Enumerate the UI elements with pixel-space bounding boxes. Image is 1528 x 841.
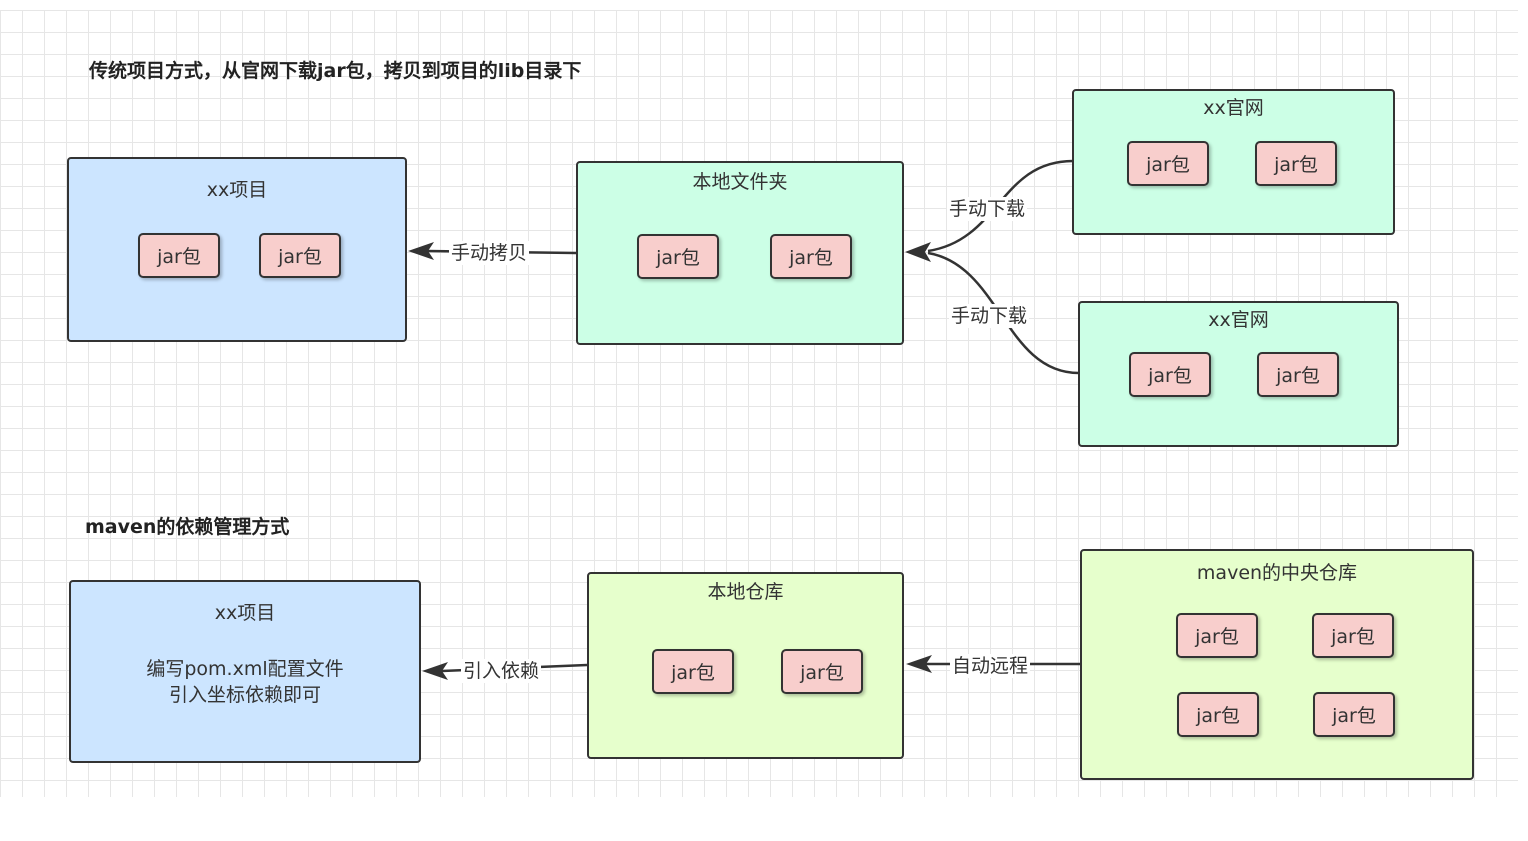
edge-download-arrowhead (905, 242, 931, 262)
jar-node[interactable]: jar包 (637, 234, 719, 279)
edge-label-remote: 自动远程 (950, 654, 1031, 678)
maven-project-box[interactable]: xx项目 编写pom.xml配置文件 引入坐标依赖即可 (69, 580, 421, 763)
local-folder-box[interactable]: 本地文件夹 jar包 jar包 (576, 161, 904, 345)
edge-remote-arrowhead (906, 655, 932, 673)
edge-label-copy: 手动拷贝 (449, 241, 530, 265)
jar-node[interactable]: jar包 (770, 234, 852, 279)
edge-copy-arrowhead (408, 242, 434, 260)
jar-node[interactable]: jar包 (1127, 141, 1209, 186)
maven-project-desc-line2: 引入坐标依赖即可 (168, 684, 321, 706)
maven-project-desc-line1: 编写pom.xml配置文件 (146, 658, 344, 680)
jar-node[interactable]: jar包 (652, 649, 734, 694)
official-site-box-bottom[interactable]: xx官网 jar包 jar包 (1078, 301, 1399, 447)
jar-node[interactable]: jar包 (138, 233, 220, 278)
traditional-heading: 传统项目方式，从官网下载jar包，拷贝到项目的lib目录下 (89, 60, 582, 82)
traditional-project-box[interactable]: xx项目 jar包 jar包 (67, 157, 407, 342)
official-site-box-top[interactable]: xx官网 jar包 jar包 (1072, 89, 1395, 235)
jar-node[interactable]: jar包 (1129, 352, 1211, 397)
central-repo-title: maven的中央仓库 (1196, 562, 1358, 584)
maven-project-title: xx项目 (214, 602, 276, 624)
edge-label-import: 引入依赖 (461, 659, 542, 683)
jar-node[interactable]: jar包 (781, 649, 863, 694)
jar-node[interactable]: jar包 (1177, 692, 1259, 737)
jar-node[interactable]: jar包 (1255, 141, 1337, 186)
local-repo-title: 本地仓库 (707, 581, 784, 603)
jar-node[interactable]: jar包 (1176, 613, 1258, 658)
jar-node[interactable]: jar包 (259, 233, 341, 278)
jar-node[interactable]: jar包 (1257, 352, 1339, 397)
official-site-bottom-title: xx官网 (1208, 309, 1269, 331)
maven-heading: maven的依赖管理方式 (85, 516, 290, 538)
edge-label-download-top: 手动下载 (947, 197, 1028, 221)
central-repo-box[interactable]: maven的中央仓库 jar包 jar包 jar包 jar包 (1080, 549, 1474, 780)
edge-import-arrowhead (422, 662, 448, 680)
edge-label-download-bottom: 手动下载 (949, 304, 1030, 328)
jar-node[interactable]: jar包 (1313, 692, 1395, 737)
local-folder-title: 本地文件夹 (692, 171, 788, 193)
traditional-project-title: xx项目 (206, 179, 268, 201)
local-repo-box[interactable]: 本地仓库 jar包 jar包 (587, 572, 904, 759)
jar-node[interactable]: jar包 (1312, 613, 1394, 658)
official-site-top-title: xx官网 (1203, 97, 1264, 119)
